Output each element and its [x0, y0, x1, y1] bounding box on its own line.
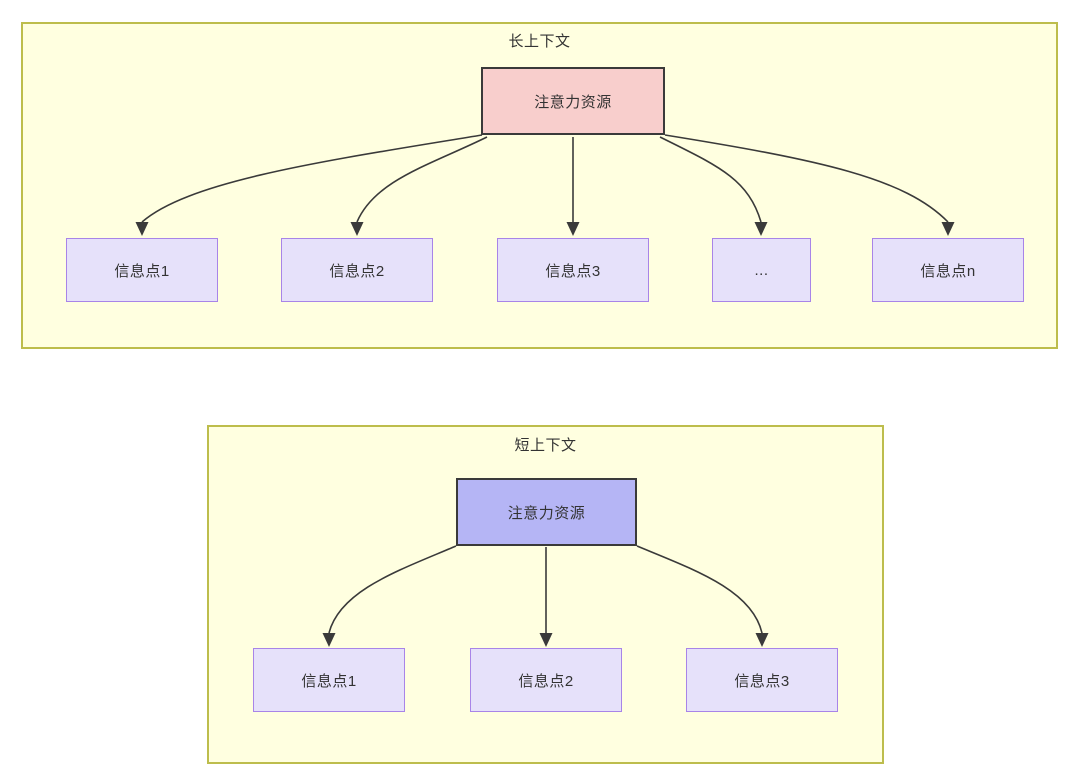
node-label: ...: [754, 261, 769, 279]
node-label: 注意力资源: [534, 93, 612, 111]
node-label: 信息点1: [301, 672, 357, 690]
node-short-info-3[interactable]: 信息点3: [686, 648, 838, 712]
node-label: 信息点3: [545, 262, 601, 280]
node-long-info-2[interactable]: 信息点2: [281, 238, 433, 302]
node-long-attention-resource[interactable]: 注意力资源: [481, 67, 665, 135]
node-label: 信息点3: [734, 672, 790, 690]
node-short-info-2[interactable]: 信息点2: [470, 648, 622, 712]
node-label: 信息点n: [920, 262, 976, 280]
panel-short-context-title: 短上下文: [514, 437, 577, 454]
node-label: 信息点2: [329, 262, 385, 280]
node-long-info-ellipsis[interactable]: ...: [712, 238, 811, 302]
node-label: 注意力资源: [507, 504, 586, 522]
node-long-info-3[interactable]: 信息点3: [497, 238, 649, 302]
node-long-info-n[interactable]: 信息点n: [872, 238, 1024, 302]
node-short-info-1[interactable]: 信息点1: [253, 648, 405, 712]
panel-short-context: 短上下文: [207, 425, 884, 764]
node-long-info-1[interactable]: 信息点1: [66, 238, 218, 302]
node-label: 信息点1: [114, 262, 170, 280]
node-label: 信息点2: [518, 672, 574, 690]
panel-long-context-title: 长上下文: [508, 33, 571, 50]
node-short-attention-resource[interactable]: 注意力资源: [456, 478, 637, 546]
